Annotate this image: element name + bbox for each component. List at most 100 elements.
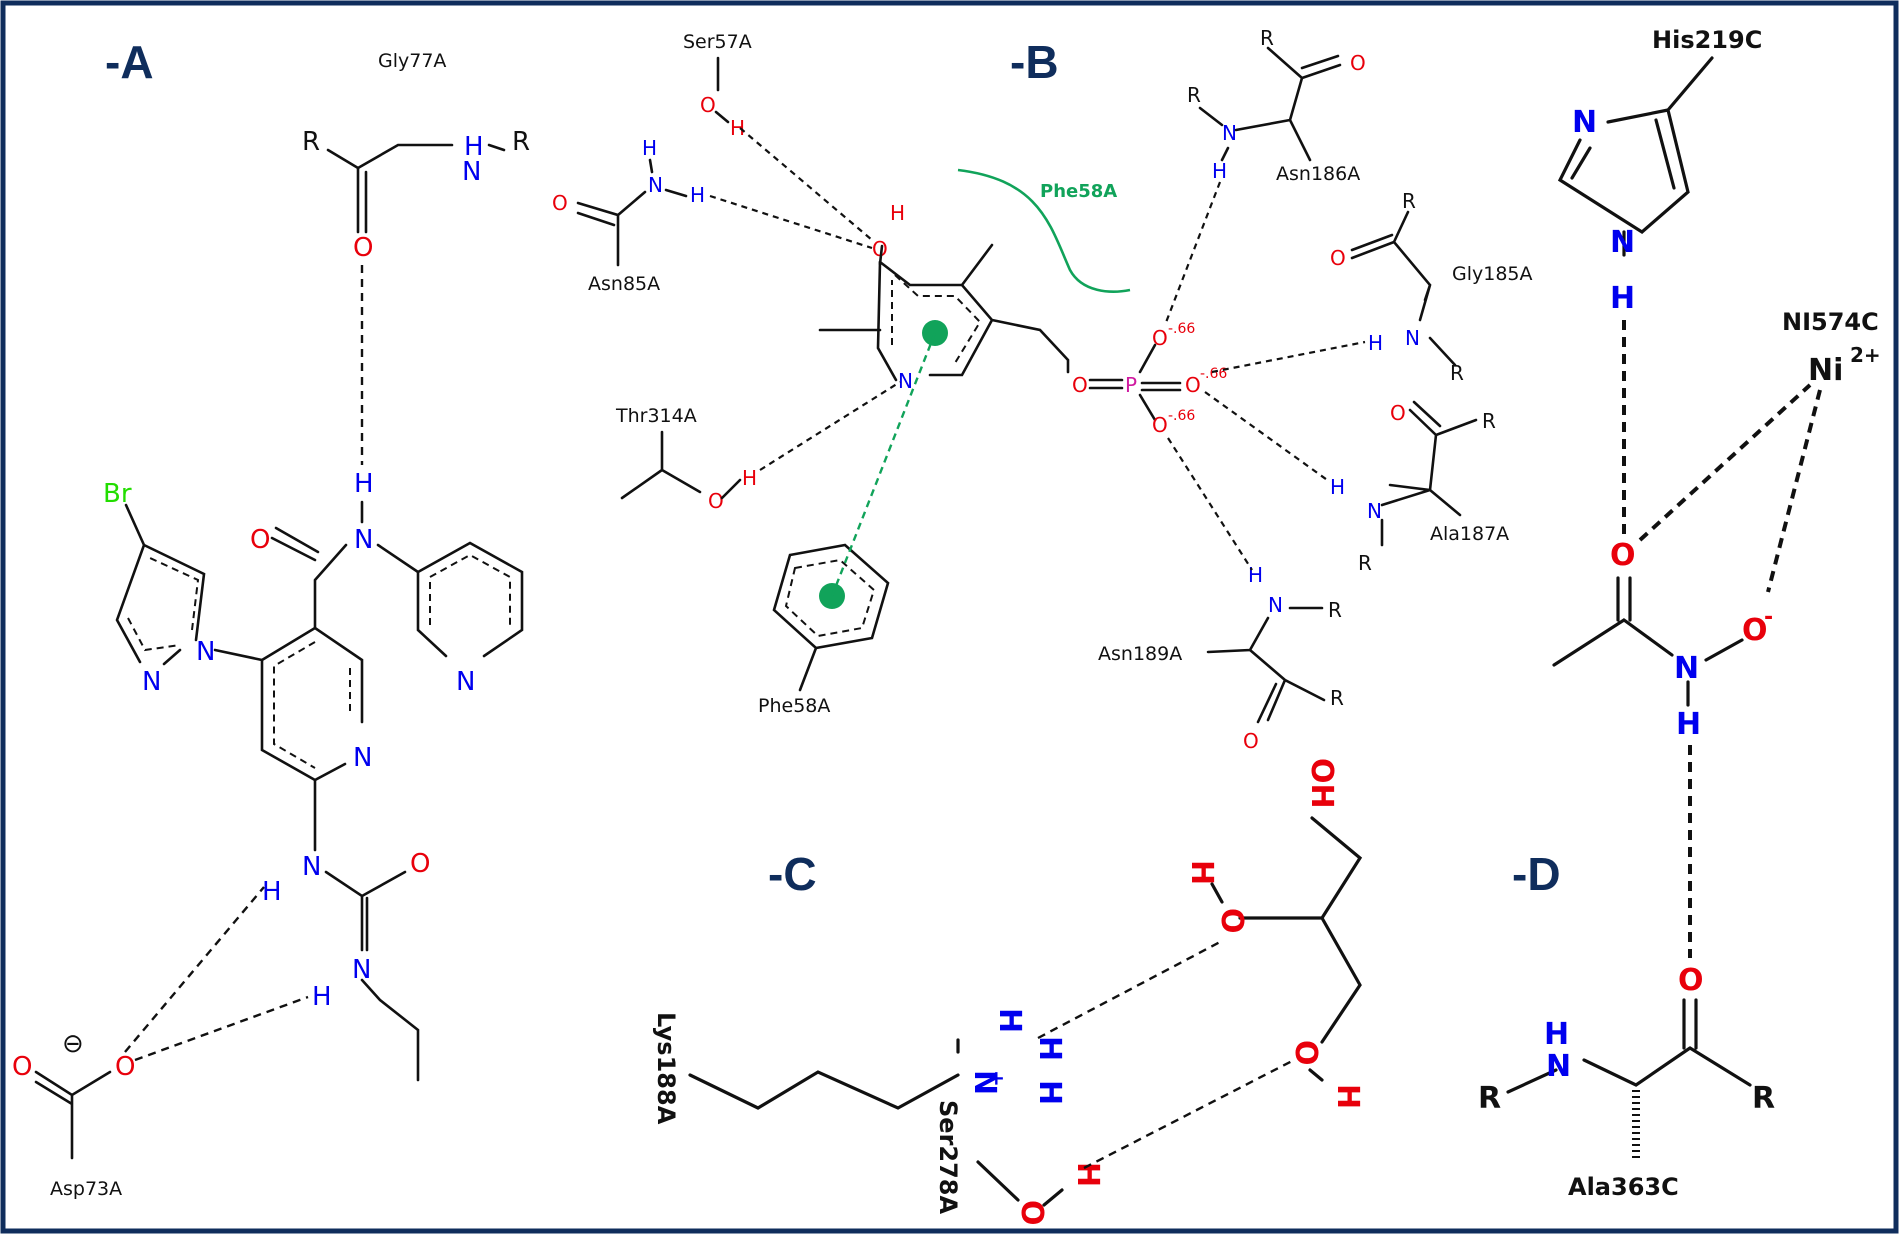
residue-phe58a-hydrophobic: Phe58A xyxy=(1040,181,1117,202)
atom-o: O xyxy=(1214,908,1249,934)
residue-gly185a: Gly185A xyxy=(1452,263,1533,285)
atom-n: N xyxy=(462,157,481,187)
charge-label: -.66 xyxy=(1168,321,1195,337)
atom-h: H xyxy=(992,1008,1027,1033)
atom-o: O xyxy=(250,525,270,555)
atom-o: O xyxy=(1390,401,1406,425)
panel-a: -A Gly77A R N H R O H N O N N N N Br N xyxy=(12,36,530,1200)
atom-h: H xyxy=(1032,1080,1067,1105)
atom-o: O xyxy=(353,233,373,263)
atom-h: H xyxy=(1032,1036,1067,1061)
atom-n: N xyxy=(648,173,663,197)
atom-r: R xyxy=(1450,361,1464,385)
atom-h: H xyxy=(1330,1084,1365,1109)
panel-d-label: -D xyxy=(1512,848,1561,900)
residue-lys188a: Lys188A xyxy=(652,1012,680,1125)
atom-o: O xyxy=(708,489,724,513)
atom-n: N xyxy=(1222,121,1237,145)
atom-h: H xyxy=(1610,281,1635,316)
atom-h: H xyxy=(1544,1017,1569,1052)
residue-asn186a: Asn186A xyxy=(1276,163,1360,185)
atom-o: O xyxy=(700,93,716,117)
residue-asp73a: Asp73A xyxy=(50,1178,122,1200)
atom-o: O xyxy=(1243,729,1259,753)
charge-o: - xyxy=(1764,605,1773,630)
atom-n: N xyxy=(1546,1049,1571,1084)
residue-ser278a: Ser278A xyxy=(934,1100,962,1214)
atom-o: O xyxy=(872,237,888,261)
atom-h: H xyxy=(1676,707,1701,742)
atom-n: N xyxy=(1610,225,1635,260)
panel-b-label: -B xyxy=(1010,36,1059,88)
atom-r: R xyxy=(302,127,320,157)
atom-o: O xyxy=(410,849,430,879)
panel-d: -D His219C N N H NI574C Ni 2+ O N O - H … xyxy=(1478,26,1881,1201)
atom-h: H xyxy=(890,201,905,225)
atom-h: H xyxy=(262,877,282,907)
atom-o: O xyxy=(1330,246,1346,270)
atom-o: O xyxy=(1678,963,1704,998)
atom-r: R xyxy=(1358,551,1372,575)
atom-n: N xyxy=(1405,326,1420,350)
atom-o: O xyxy=(1152,413,1168,437)
atom-r: R xyxy=(1260,26,1274,50)
panel-b: -B Ser57A O H H N H O Asn85A O H Phe58A … xyxy=(552,26,1533,753)
atom-n: N xyxy=(352,955,371,985)
atom-h: H xyxy=(1368,331,1383,355)
atom-n: N xyxy=(353,743,372,773)
atom-o: O xyxy=(1350,51,1366,75)
atom-n: N xyxy=(1367,499,1382,523)
atom-n: N xyxy=(196,637,215,667)
atom-p: P xyxy=(1125,373,1137,397)
atom-r: R xyxy=(1482,409,1496,433)
atom-n: N xyxy=(967,1070,1002,1095)
atom-o: O xyxy=(1610,538,1636,573)
panel-c-label: -C xyxy=(768,848,817,900)
atom-r: R xyxy=(1187,83,1201,107)
panel-c: -C Lys188A N + H H H Ser278A O H OH H O … xyxy=(652,758,1365,1226)
atom-n: N xyxy=(1268,593,1283,617)
residue-asn189a: Asn189A xyxy=(1098,643,1182,665)
atom-o: O xyxy=(115,1052,135,1082)
atom-r: R xyxy=(1478,1081,1501,1116)
atom-charge: ⊖ xyxy=(62,1029,84,1059)
atom-h: H xyxy=(742,466,757,490)
atom-br: Br xyxy=(103,479,132,509)
atom-o: O xyxy=(552,191,568,215)
residue-thr314a: Thr314A xyxy=(615,405,697,427)
atom-n: N xyxy=(354,525,373,555)
charge-label: -.66 xyxy=(1168,408,1195,424)
atom-n: N xyxy=(898,369,913,393)
atom-h: H xyxy=(1330,475,1345,499)
atom-r: R xyxy=(1402,189,1416,213)
atom-o: O xyxy=(1072,373,1088,397)
atom-r: R xyxy=(1328,598,1342,622)
atom-r: R xyxy=(512,127,530,157)
atom-h: H xyxy=(354,469,374,499)
atom-r: R xyxy=(1330,686,1344,710)
residue-ala363c: Ala363C xyxy=(1568,1173,1679,1201)
atom-o: O xyxy=(1185,373,1201,397)
atom-n: N xyxy=(1674,651,1699,686)
residue-ser57a: Ser57A xyxy=(683,31,752,53)
charge-label: -.66 xyxy=(1200,366,1227,382)
atom-h: H xyxy=(642,136,657,160)
atom-n: N xyxy=(302,852,321,882)
atom-h: H xyxy=(1184,860,1219,885)
atom-o: O xyxy=(1288,1040,1323,1066)
panel-a-label: -A xyxy=(105,36,154,88)
atom-h: H xyxy=(1212,159,1227,183)
atom-r: R xyxy=(1752,1081,1775,1116)
charge-ni: 2+ xyxy=(1850,343,1881,367)
atom-n: N xyxy=(1572,105,1597,140)
atom-o: O xyxy=(12,1052,32,1082)
atom-n: N xyxy=(456,667,475,697)
charge-plus: + xyxy=(985,1070,1009,1087)
residue-phe58a-ring: Phe58A xyxy=(758,695,830,717)
atom-h: H xyxy=(464,132,484,162)
residue-asn85a: Asn85A xyxy=(588,273,660,295)
atom-h: H xyxy=(730,116,745,140)
atom-h: H xyxy=(312,982,332,1012)
atom-ni: Ni xyxy=(1808,353,1843,388)
